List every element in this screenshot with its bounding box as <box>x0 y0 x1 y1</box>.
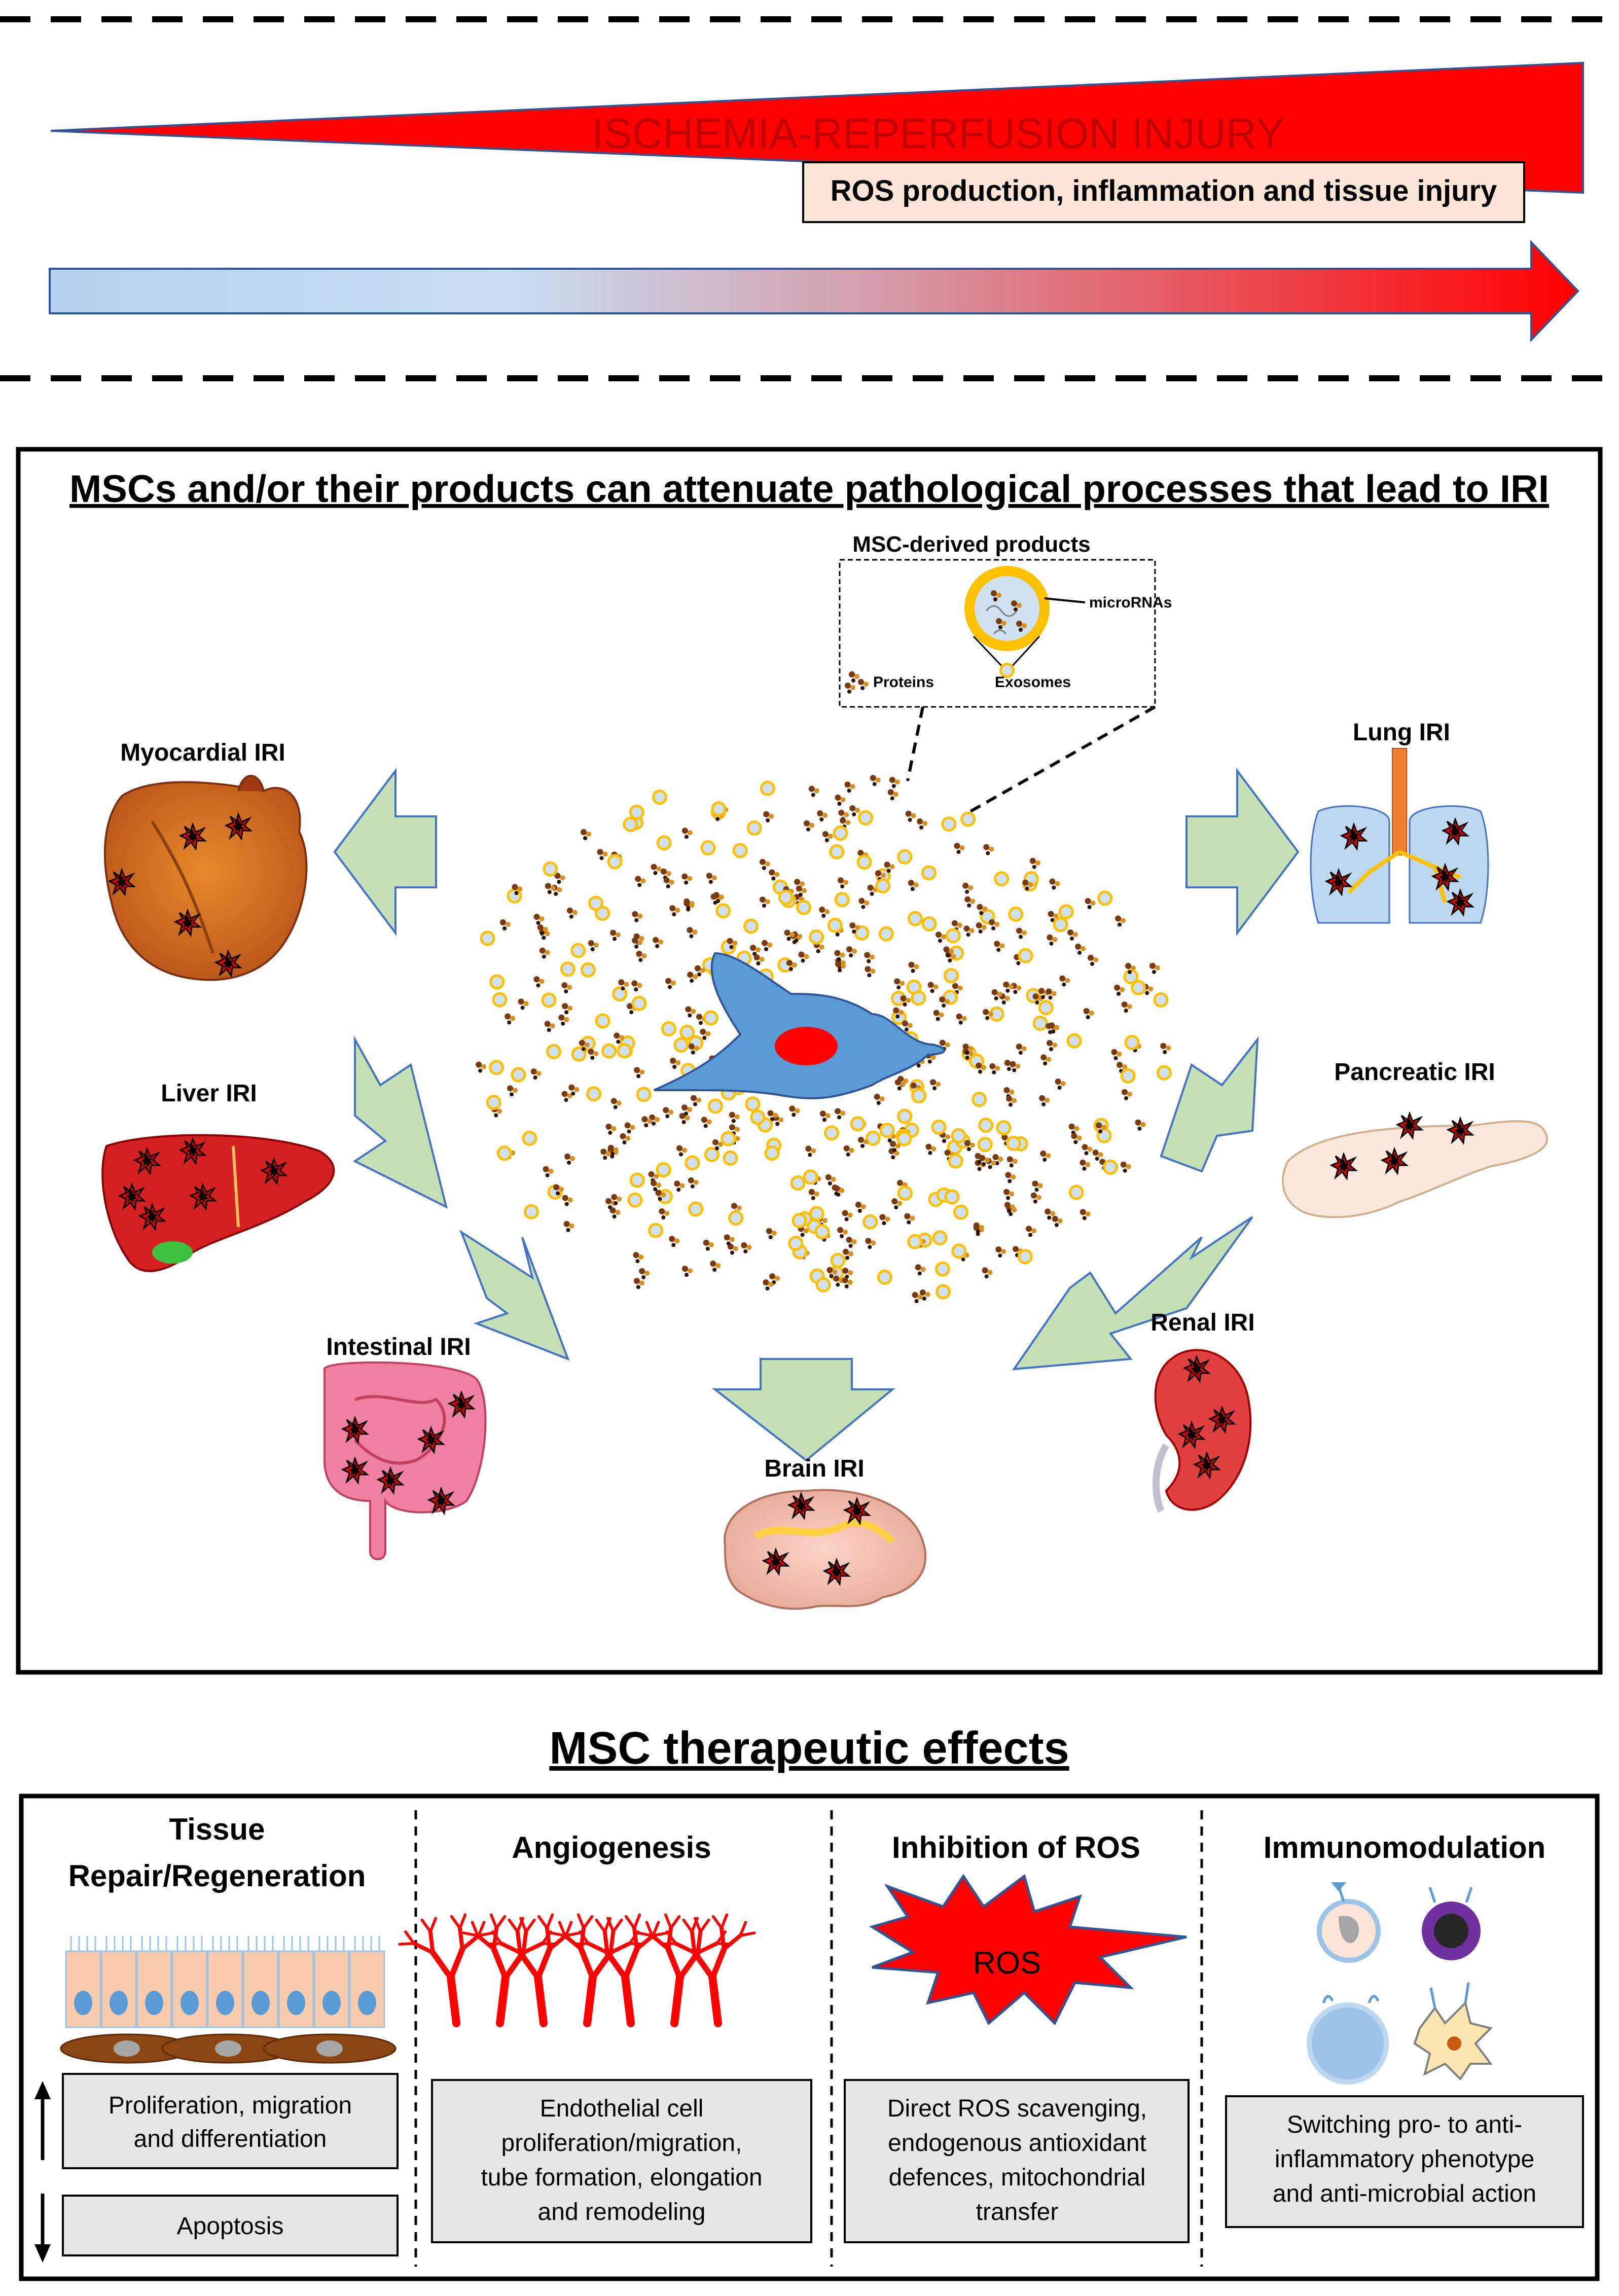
effects-title: MSC therapeutic effects <box>549 1723 1069 1774</box>
ros-production-box <box>802 161 1525 223</box>
exosome-lumen <box>975 576 1039 641</box>
ros-burst-icon <box>869 1874 1187 2026</box>
monocyte-cell-icon <box>1307 1995 1389 2085</box>
label-pancreatic-iri: Pancreatic IRI <box>1334 1059 1495 1086</box>
label-myocardial-iri: Myocardial IRI <box>120 739 285 766</box>
angiogenesis-line1: Endothelial cell <box>540 2095 704 2122</box>
progression-arrow <box>49 240 1579 342</box>
angiogenesis-line2: proliferation/migration, <box>501 2130 742 2157</box>
main-panel-title: MSCs and/or their products can attenuate… <box>69 468 1549 511</box>
inset-leader-right <box>962 705 1156 817</box>
immuno-box <box>1225 2095 1584 2228</box>
exosome-zoom-line-left <box>973 635 1004 668</box>
inset-leader-left <box>906 706 924 781</box>
ischemia-title: ISCHEMIA-REPERFUSION INJURY <box>592 110 1284 157</box>
pancreas-illustration <box>1282 1113 1549 1218</box>
immuno-line3: and anti-microbial action <box>1273 2180 1536 2207</box>
blood-vessels-illustration <box>398 1913 756 2027</box>
angiogenesis-box <box>431 2079 812 2243</box>
ros-line2: endogenous antioxidant <box>888 2130 1146 2157</box>
proliferation-box <box>62 2073 399 2169</box>
label-liver-iri: Liver IRI <box>161 1080 257 1107</box>
tissue-heading-line1: Tissue <box>169 1812 265 1846</box>
ros-line1: Direct ROS scavenging, <box>887 2095 1147 2122</box>
immuno-line2: inflammatory phenotype <box>1275 2146 1534 2173</box>
apoptosis-label: Apoptosis <box>177 2213 284 2240</box>
exosome-contents <box>985 590 1027 635</box>
immuno-line1: Switching pro- to anti- <box>1287 2111 1522 2138</box>
label-intestinal-iri: Intestinal IRI <box>326 1334 471 1360</box>
msc-nucleus <box>775 1027 838 1065</box>
microrna-pointer <box>1044 597 1086 603</box>
label-renal-iri: Renal IRI <box>1150 1309 1254 1336</box>
arrow-to-liver <box>353 1035 448 1209</box>
lung-illustration <box>1310 748 1489 924</box>
microrna-label: microRNAs <box>1089 594 1172 611</box>
arrow-to-brain <box>712 1358 895 1462</box>
brain-illustration <box>724 1489 927 1610</box>
arrow-to-intestinal <box>459 1230 570 1361</box>
proliferation-line1: Proliferation, migration <box>109 2092 352 2119</box>
macrophage-cell-icon <box>1317 1882 1381 1963</box>
proliferation-line2: and differentiation <box>134 2126 327 2152</box>
ros-line3: defences, mitochondrial <box>889 2164 1146 2191</box>
arrow-to-myocardial <box>333 768 437 936</box>
liver-illustration <box>101 1134 335 1272</box>
arrow-to-pancreatic <box>1160 1036 1259 1173</box>
msc-cell <box>654 952 946 1099</box>
inset-title: MSC-derived products <box>852 532 1090 557</box>
tissue-heading-line2: Repair/Regeneration <box>68 1859 366 1893</box>
ros-production-label: ROS production, inflammation and tissue … <box>831 174 1497 207</box>
down-arrow-head-icon <box>34 2244 51 2263</box>
apoptosis-box <box>62 2195 399 2256</box>
proteins-label: Proteins <box>873 674 934 691</box>
heart-illustration <box>103 775 308 981</box>
label-lung-iri: Lung IRI <box>1353 719 1450 746</box>
ros-line4: transfer <box>976 2199 1059 2226</box>
exosome-zoom-line-right <box>1010 635 1040 668</box>
epithelium-illustration <box>65 1936 385 2028</box>
effects-panel-frame <box>19 1793 1600 2281</box>
angiogenesis-heading: Angiogenesis <box>512 1831 711 1864</box>
main-panel-frame <box>16 447 1603 1675</box>
ros-burst-label: ROS <box>973 1946 1041 1981</box>
stromal-cells <box>60 2033 397 2064</box>
lymphocyte-cell-icon <box>1422 1887 1481 1960</box>
ros-heading: Inhibition of ROS <box>892 1831 1140 1864</box>
ros-box <box>844 2079 1190 2243</box>
exosomes-label: Exosomes <box>995 674 1071 691</box>
angiogenesis-line4: and remodeling <box>538 2199 706 2226</box>
kidney-illustration <box>1153 1349 1252 1513</box>
up-arrow-head-icon <box>34 2081 51 2099</box>
arrow-to-renal <box>1012 1216 1253 1371</box>
arrow-to-lung <box>1185 768 1300 936</box>
label-brain-iri: Brain IRI <box>764 1455 864 1482</box>
dendritic-cell-icon <box>1413 1982 1493 2081</box>
angiogenesis-line3: tube formation, elongation <box>481 2164 762 2191</box>
intestine-illustration <box>323 1361 487 1560</box>
immuno-heading: Immunomodulation <box>1264 1831 1546 1864</box>
